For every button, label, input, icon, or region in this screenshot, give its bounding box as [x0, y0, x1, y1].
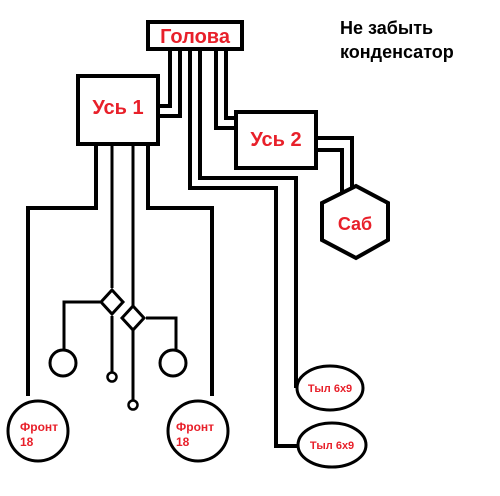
front-speaker-left: Фронт 18 — [6, 399, 70, 463]
crossover-right — [119, 303, 147, 333]
terminal-right — [127, 399, 139, 411]
head-unit-label: Голова — [160, 26, 231, 48]
amplifier-2: Усь 2 — [234, 110, 318, 170]
tweeter-left — [48, 348, 78, 378]
note-line-1: Не забыть — [340, 18, 434, 38]
wires-head-to-amp2 — [214, 48, 236, 130]
front-speaker-left-label: Фронт — [20, 420, 58, 434]
wires-amp1-to-front — [26, 144, 214, 396]
terminal-left — [106, 371, 118, 383]
subwoofer-label: Саб — [338, 214, 372, 234]
front-speaker-right-size: 18 — [176, 435, 190, 449]
tweeter-right — [158, 348, 188, 378]
front-speaker-right-label: Фронт — [176, 420, 214, 434]
wires-head-to-amp1 — [158, 48, 182, 118]
crossover-left — [98, 287, 126, 317]
note-line-2: конденсатор — [340, 42, 454, 62]
amplifier-2-label: Усь 2 — [250, 129, 301, 151]
rear-speaker-bottom-label: Тыл 6x9 — [310, 440, 354, 452]
front-speaker-right: Фронт 18 — [166, 399, 230, 463]
rear-speaker-top-label: Тыл 6x9 — [308, 383, 352, 395]
head-unit: Голова — [146, 20, 244, 51]
subwoofer: Саб — [320, 183, 390, 261]
capacitor-note: Не забыть конденсатор — [340, 16, 454, 64]
wires-amp2-to-sub — [316, 136, 354, 200]
wires-head-to-rear — [188, 48, 300, 448]
rear-speaker-top: Тыл 6x9 — [295, 364, 365, 412]
amplifier-1: Усь 1 — [76, 74, 160, 146]
rear-speaker-bottom: Тыл 6x9 — [296, 421, 368, 469]
wires-amp1-to-tweeters — [62, 144, 178, 400]
front-speaker-left-size: 18 — [20, 435, 34, 449]
amplifier-1-label: Усь 1 — [92, 97, 143, 119]
